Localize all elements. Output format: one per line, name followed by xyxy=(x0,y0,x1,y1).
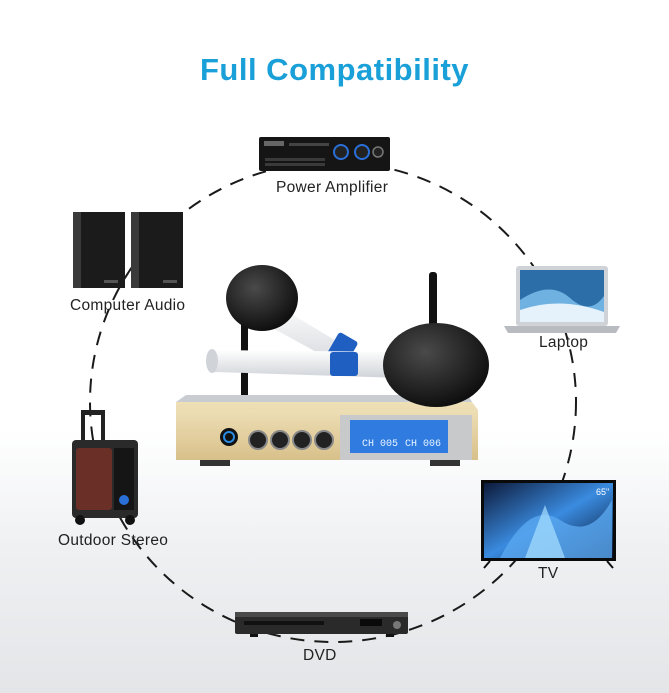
label-outdoor-stereo: Outdoor Stereo xyxy=(58,532,169,549)
tv-size-badge: 65" xyxy=(596,487,609,497)
label-power-amplifier: Power Amplifier xyxy=(276,179,389,196)
page-title: Full Compatibility xyxy=(199,52,470,87)
laptop-icon xyxy=(504,266,620,333)
lcd-channel-a: CH 005 xyxy=(362,439,398,450)
dvd-player-icon xyxy=(235,612,408,637)
outdoor-stereo-icon xyxy=(72,410,138,525)
lcd-channel-b: CH 006 xyxy=(405,439,441,450)
label-tv: TV xyxy=(538,565,559,582)
label-computer-audio: Computer Audio xyxy=(70,297,186,314)
lcd-display xyxy=(350,420,448,453)
power-amplifier-icon xyxy=(259,137,390,171)
label-dvd: DVD xyxy=(303,647,337,664)
power-button xyxy=(220,428,238,446)
label-laptop: Laptop xyxy=(539,334,589,351)
wireless-microphone-receiver-icon: CH 005 CH 006 xyxy=(176,265,489,466)
computer-speakers-icon xyxy=(73,212,183,288)
tv-icon: 65" xyxy=(481,480,616,569)
